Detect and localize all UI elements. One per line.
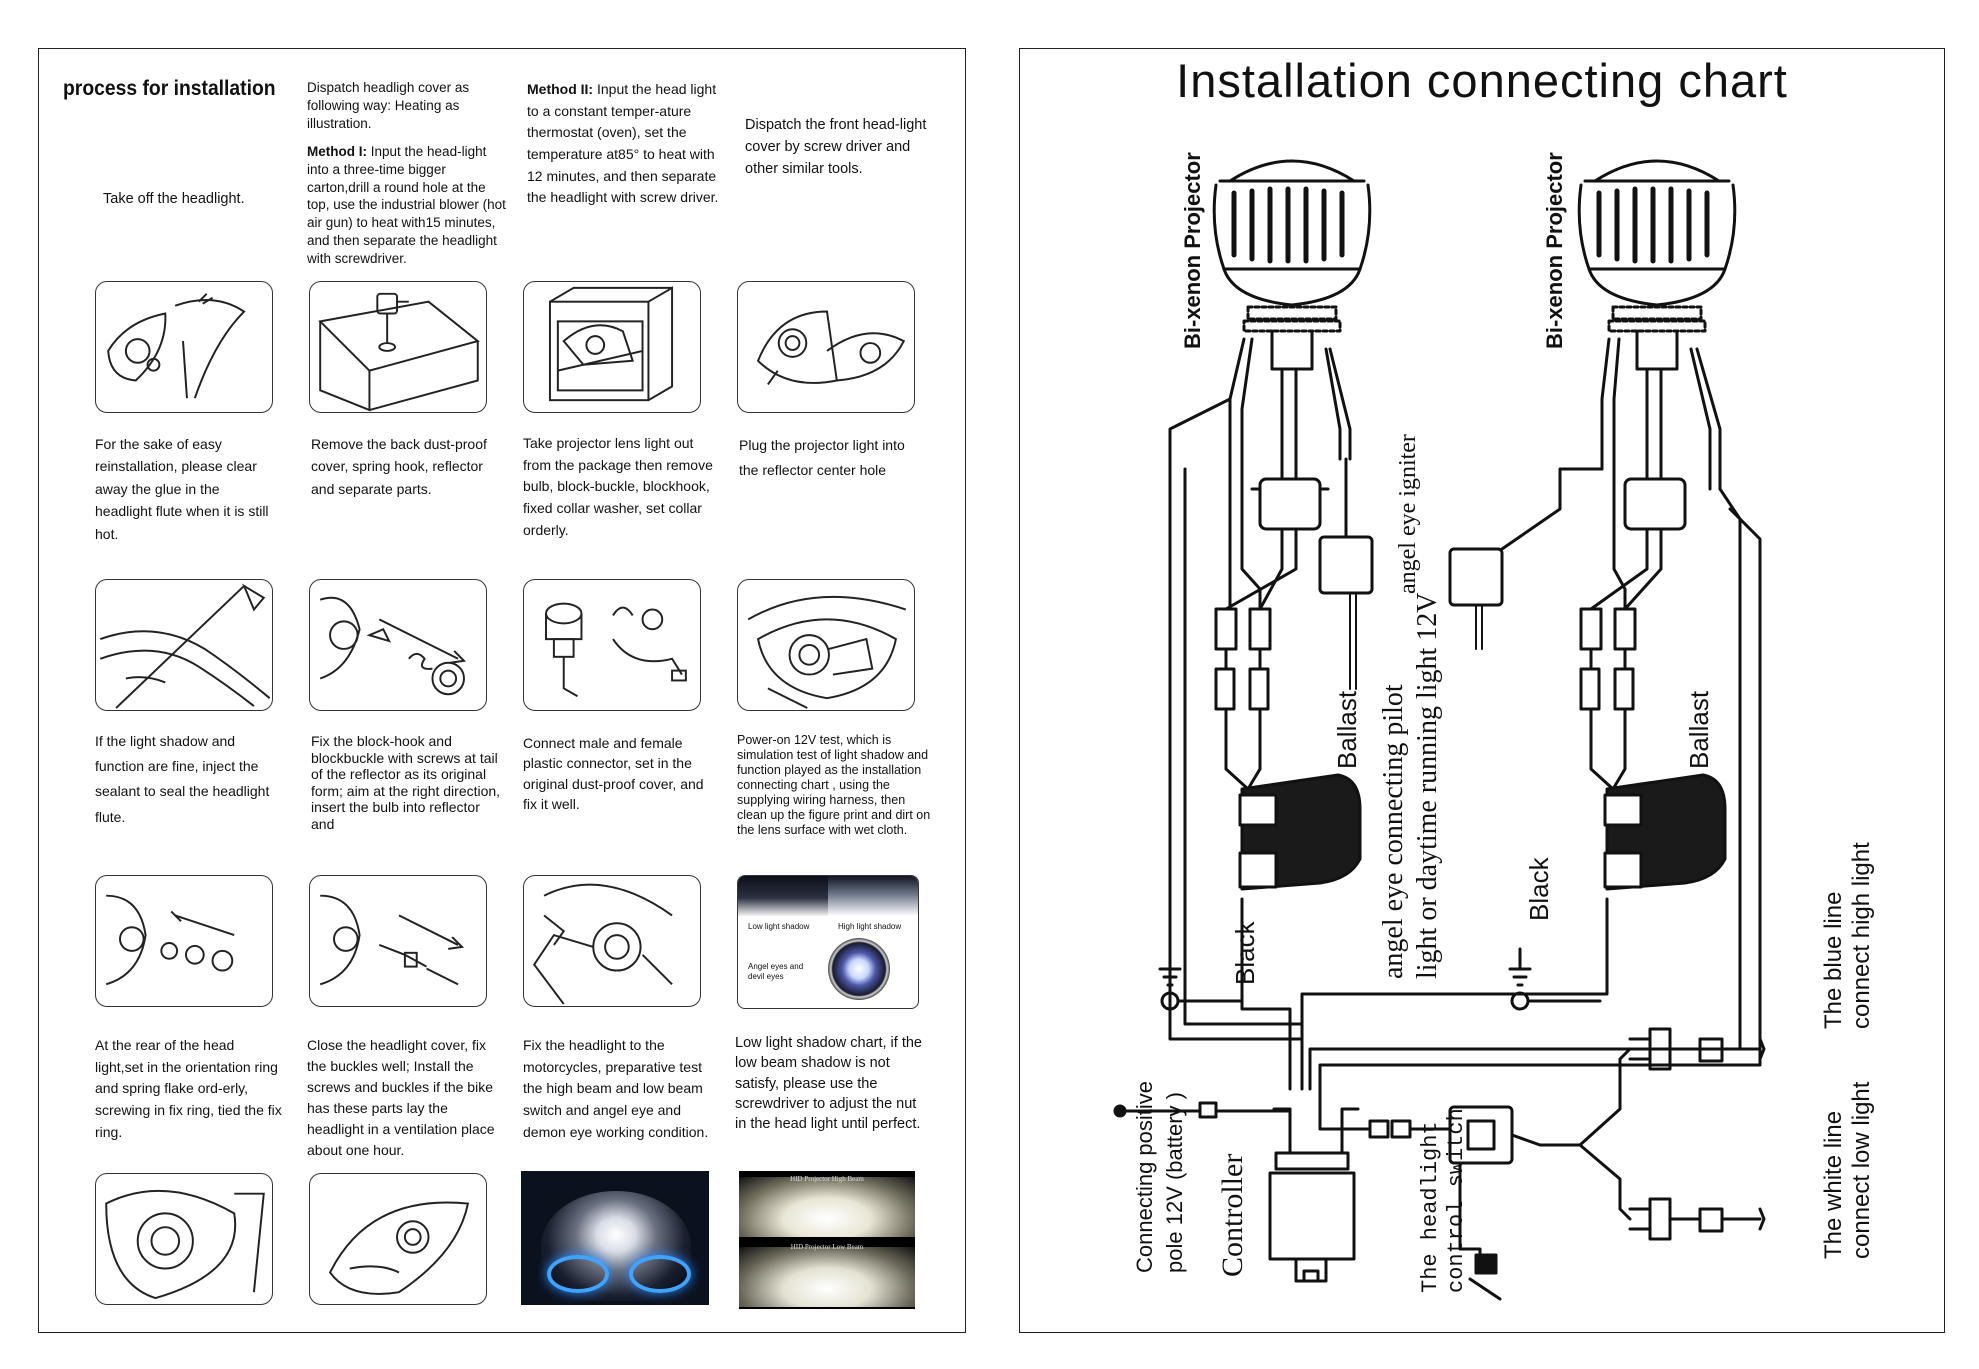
wiring-diagram: [1113, 159, 1766, 1301]
step-orientation-ring-text: At the rear of the head light,set in the…: [95, 1037, 282, 1140]
motorcycle-angel-eye-photo: [521, 1171, 709, 1305]
step-method1-text: Method I: Input the head-light into a th…: [307, 143, 511, 268]
method2-label: Method II:: [527, 81, 594, 97]
low-beam-label: HID Projector Low Beam: [790, 1243, 864, 1251]
projector-left-label: Bi-xenon Projector: [1180, 152, 1205, 349]
blue-line-label-1: The blue line: [1820, 891, 1847, 1029]
step-plug-projector-text: Plug the projector light into the reflec…: [739, 437, 905, 478]
ballast-right-icon: [1603, 773, 1727, 891]
step-close-cover-text: Close the headlight cover, fix the buckl…: [307, 1037, 495, 1158]
thumb-orientation-ring: [95, 875, 273, 1007]
angel-eye-lens-icon: [828, 938, 890, 1000]
ground-right-icon: [1508, 947, 1532, 987]
hid-beam-photo: HID Projector High Beam HID Projector Lo…: [739, 1171, 915, 1309]
ground-left-icon: [1158, 947, 1182, 987]
thumb-heat-carton: [309, 281, 487, 413]
connecting-chart-panel: Installation connecting chart: [1019, 48, 1945, 1333]
switch-label-2: control switch: [1444, 1108, 1469, 1293]
step-method2-text: Method II: Input the head light to a con…: [527, 79, 719, 209]
controller-label: Controller: [1216, 1153, 1249, 1277]
step-take-projector-text: Take projector lens light out from the p…: [523, 435, 713, 538]
step-clear-glue-text: For the sake of easy reinstallation, ple…: [95, 436, 269, 542]
igniter-label: angel eye igniter: [1395, 434, 1421, 594]
blue-line-label-2: connect high light: [1848, 842, 1875, 1029]
method2-body: Input the head light to a constant tempe…: [527, 81, 719, 206]
low-beam-bulb-icon: [1698, 1207, 1724, 1233]
step-adjust-shadow-text: Low light shadow chart, if the low beam …: [735, 1035, 922, 1133]
thumb-dispatch-cover: [737, 281, 915, 413]
step-dispatch-screw-text: Dispatch the front head-light cover by s…: [745, 117, 927, 177]
black-right-label: Black: [1524, 857, 1554, 921]
process-title: process for installation: [63, 77, 276, 100]
controller-icon: [1268, 1107, 1360, 1283]
installation-process-panel: process for installation Take off the he…: [38, 48, 966, 1333]
high-shadow-label: High light shadow: [838, 922, 902, 931]
black-left-label: Black: [1230, 921, 1260, 985]
method1-label: Method I:: [307, 144, 367, 159]
thumb-projector-kit: [523, 579, 701, 711]
pilot-light-label-2: light or daytime running light 12V: [1412, 592, 1443, 979]
low-shadow-label: Low light shadow: [748, 922, 810, 931]
chart-title: Installation connecting chart: [1176, 54, 1788, 107]
thumb-insert-projector: [737, 579, 915, 711]
thumb-connect-harness: [523, 875, 701, 1007]
step-dispatch-heating-text: Dispatch headligh cover as following way…: [307, 80, 470, 131]
step-power-on-test-text: Power-on 12V test, which is simulation t…: [737, 733, 931, 837]
projector-right-label: Bi-xenon Projector: [1542, 152, 1567, 349]
thumb-insert-bulb: [309, 875, 487, 1007]
thumb-clean-glue: [95, 579, 273, 711]
positive-pole-label-1: Connecting positive: [1132, 1080, 1157, 1273]
method1-body: Input the head-light into a three-time b…: [307, 144, 506, 266]
step-take-off-text: Take off the headlight.: [103, 191, 245, 207]
step-remove-dust-cover-text: Remove the back dust-proof cover, spring…: [311, 436, 487, 497]
positive-pole-label-2: pole 12V (battery ): [1162, 1092, 1187, 1273]
ballast-left-label: Ballast: [1332, 690, 1362, 769]
thumb-headlight-rear: [95, 1173, 273, 1305]
step-inject-sealant-text: If the light shadow and function are fin…: [95, 733, 270, 825]
high-beam-label: HID Projector High Beam: [790, 1175, 864, 1183]
ballast-left-icon: [1238, 773, 1362, 891]
ballast-right-label: Ballast: [1684, 690, 1714, 769]
projector-right-icon: [1577, 159, 1737, 371]
step-fix-block-hook-text: Fix the block-hook and blockbuckle with …: [311, 733, 501, 832]
projector-left-icon: [1212, 159, 1372, 371]
step-connect-plastic-text: Connect male and female plastic connecto…: [523, 735, 704, 812]
switch-label-1: The headlight: [1418, 1121, 1443, 1293]
pilot-light-label-1: angel eye connecting pilot: [1378, 684, 1409, 979]
angel-eyes-label: Angel eyes and devil eyes: [748, 962, 804, 981]
light-shadow-chart-photo: Low light shadow High light shadow Angel…: [737, 875, 919, 1009]
step-fix-headlight-text: Fix the headlight to the motorcycles, pr…: [523, 1037, 709, 1140]
thumb-finished-headlight: [309, 1173, 487, 1305]
white-line-label-2: connect low light: [1848, 1081, 1875, 1259]
white-line-label-1: The white line: [1820, 1110, 1847, 1259]
thumb-take-off-headlight: [95, 281, 273, 413]
thumb-oven: [523, 281, 701, 413]
thumb-remove-parts: [309, 579, 487, 711]
